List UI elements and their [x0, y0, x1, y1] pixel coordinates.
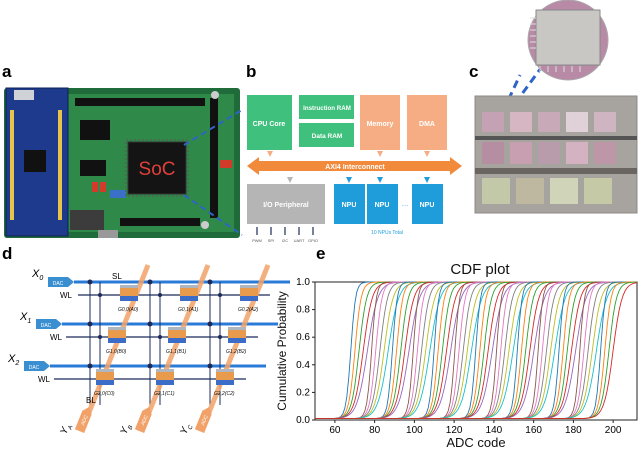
dac-row-1: DAC	[36, 319, 62, 329]
y-tick-label: 0.8	[296, 305, 310, 316]
memristor-cells	[96, 285, 258, 385]
pcb-board-photo: SoC	[4, 87, 240, 238]
x-tick-label: 100	[406, 425, 423, 436]
svg-text:DAC: DAC	[41, 323, 52, 329]
npu-label-2: NPU	[375, 202, 390, 209]
instruction-ram-block	[299, 95, 354, 119]
x-tick-label: 180	[565, 425, 582, 436]
adc-col-c: ADC	[194, 407, 212, 433]
io-port-arrows	[256, 227, 314, 235]
input-x1: X1	[19, 311, 31, 325]
io-peripheral-block	[247, 184, 325, 224]
x-tick-label: 80	[369, 425, 381, 436]
cell-label-0-0: G0,0(A0)	[118, 307, 139, 313]
memory-label: Memory	[367, 121, 394, 128]
x-axis-label: ADC code	[446, 435, 505, 450]
cell-label-0-2: G0,2(A2)	[238, 307, 259, 313]
svg-text:DAC: DAC	[29, 365, 40, 371]
soc-chip-label: SoC	[139, 159, 176, 180]
npu-block-1	[334, 184, 365, 224]
cell-label-2-0: G2,0(C0)	[94, 391, 115, 397]
cell-label-1-0: G1,0(B0)	[106, 349, 127, 355]
panel-label-d: d	[2, 244, 13, 263]
io-port-gpio: GPIO	[308, 238, 318, 243]
axis-ticks: 60 80 100 120 140 160 180 200 0.0 0.2 0.4 0.6 0.8 1.0	[296, 277, 622, 436]
adc-col-a: ADC	[74, 407, 92, 433]
cell-label-2-2: G2,2(C2)	[214, 391, 235, 397]
dma-block	[407, 95, 447, 150]
x-tick-label: 200	[605, 425, 622, 436]
bl-label: BL	[86, 396, 96, 405]
panel-label-e: e	[316, 244, 326, 263]
wl-label-1: WL	[50, 333, 63, 342]
output-yc: YC	[179, 421, 195, 437]
npu-block-3	[412, 184, 443, 224]
cdf-chart: CDF plot 60 80 100 120 140 160 180 200 0.0 0.2 0.4…	[275, 261, 638, 450]
wl-label-0: WL	[60, 291, 73, 300]
x-tick-label: 160	[525, 425, 542, 436]
dma-label: DMA	[419, 121, 435, 128]
x-tick-label: 140	[486, 425, 503, 436]
cpu-core-block	[247, 95, 292, 150]
data-ram-label: Data RAM	[312, 133, 343, 140]
chart-title: CDF plot	[450, 261, 510, 278]
y-tick-label: 0.4	[296, 360, 310, 371]
dac-row-2: DAC	[24, 361, 50, 371]
y-axis-label: Cumulative Probability	[275, 291, 289, 410]
svg-text:DAC: DAC	[53, 281, 64, 287]
y-tick-label: 1.0	[296, 277, 310, 288]
io-port-pwm: PWM	[252, 238, 262, 243]
panel-label-c: c	[469, 62, 479, 81]
io-port-uart: UART	[294, 238, 305, 243]
svg-text:ADC: ADC	[140, 414, 150, 426]
crossbar-array-schematic: X0 X1 X2 DAC DAC DAC SL WL WL WL	[7, 264, 290, 437]
x-tick-label: 120	[446, 425, 463, 436]
y-tick-label: 0.0	[296, 415, 310, 426]
cell-label-1-1: G1,1(B1)	[166, 349, 187, 355]
cell-label-2-1: G2,1(C1)	[154, 391, 175, 397]
input-x2: X2	[7, 353, 19, 367]
soc-chip	[127, 141, 187, 195]
output-yb: YB	[119, 422, 135, 437]
npu-label-3: NPU	[420, 202, 435, 209]
cdf-series-group	[315, 281, 638, 420]
x-tick-label: 60	[329, 425, 341, 436]
cpu-core-label: CPU Core	[253, 121, 286, 128]
npu-count-note: 10 NPUs Total	[371, 230, 403, 236]
dac-row-0: DAC	[48, 277, 74, 287]
soc-block-diagram: CPU Core Instruction RAM Data RAM Memory…	[247, 85, 462, 243]
npu-block-2	[367, 184, 398, 224]
svg-text:ADC: ADC	[200, 414, 210, 426]
axi4-interconnect-bar	[247, 157, 462, 175]
cell-label-1-2: G1,2(B2)	[226, 349, 247, 355]
instruction-ram-label: Instruction RAM	[303, 105, 351, 112]
io-peripheral-label: I/O Peripheral	[263, 202, 309, 209]
sl-label: SL	[112, 272, 122, 281]
cell-label-0-1: G0,1(A1)	[178, 307, 199, 313]
memory-block	[360, 95, 400, 150]
svg-text:ADC: ADC	[80, 414, 90, 426]
chip-die-photo	[474, 0, 638, 214]
output-ya: YA	[59, 422, 75, 437]
y-tick-label: 0.2	[296, 387, 310, 398]
interconnect-label: AXI4 Interconnect	[325, 164, 385, 171]
npu-ellipsis: …	[402, 201, 409, 208]
data-ram-block	[299, 123, 354, 147]
panel-label-b: b	[246, 62, 257, 81]
panel-label-a: a	[2, 62, 12, 81]
adc-col-b: ADC	[134, 407, 152, 433]
cdf-series-line	[315, 282, 638, 420]
y-tick-label: 0.6	[296, 332, 310, 343]
io-port-spi: SPI	[268, 238, 274, 243]
wl-label-2: WL	[38, 375, 51, 384]
npu-label-1: NPU	[342, 202, 357, 209]
input-x0: X0	[31, 268, 43, 282]
io-port-i2c: I2C	[282, 238, 288, 243]
